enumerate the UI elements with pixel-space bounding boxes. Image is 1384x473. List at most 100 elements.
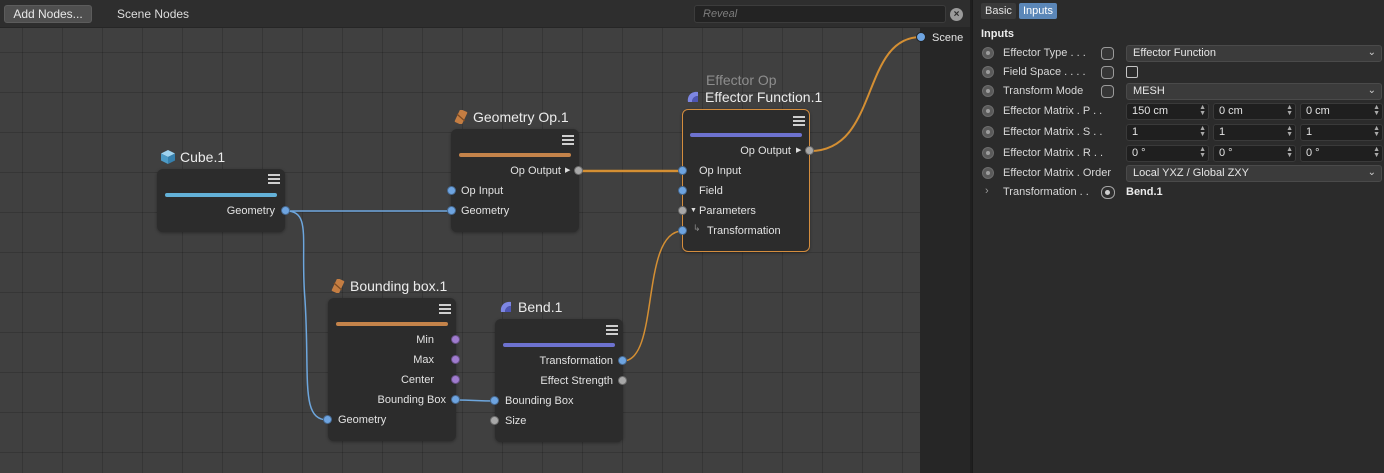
effector-field-port[interactable]	[678, 186, 687, 195]
tab-basic[interactable]: Basic	[981, 3, 1016, 19]
bend-size-port[interactable]	[490, 416, 499, 425]
menu-icon[interactable]	[268, 174, 280, 185]
animate-radio-icon[interactable]	[982, 147, 994, 159]
matrix-order-select[interactable]: Local YXZ / Global ZXY⌄	[1126, 165, 1382, 182]
geometry-op-node[interactable]: Op Output ▶ Op Input Geometry	[447, 129, 583, 232]
effector-output-label: Op Output	[740, 145, 791, 157]
bounding-box-node-title[interactable]: Bounding box.1	[331, 278, 447, 294]
geometry-op-input-port[interactable]	[447, 186, 456, 195]
geometry-op-output-label: Op Output	[510, 165, 561, 177]
effector-matrix-s-label: Effector Matrix . S . .	[1003, 126, 1103, 138]
animate-radio-icon[interactable]	[982, 105, 994, 117]
effector-parameters-label: Parameters	[699, 205, 756, 217]
menu-icon[interactable]	[793, 116, 805, 127]
add-nodes-button[interactable]: Add Nodes...	[4, 5, 92, 23]
bounding-box-output-label: Bounding Box	[377, 394, 447, 406]
bounding-box-geometry-port[interactable]	[323, 415, 332, 424]
linked-port-icon[interactable]	[1101, 186, 1115, 199]
bounding-box-output-port[interactable]	[451, 395, 460, 404]
matrix-r-z-field[interactable]: 0 °▲▼	[1300, 145, 1383, 162]
matrix-s-y-field[interactable]: 1▲▼	[1213, 124, 1296, 141]
animate-radio-icon[interactable]	[982, 126, 994, 138]
matrix-p-x-field[interactable]: 150 cm▲▼	[1126, 103, 1209, 120]
transformation-row: › Transformation . . Bend.1	[973, 183, 1384, 202]
geometry-op-output-port[interactable]	[574, 166, 583, 175]
stepper-icon[interactable]: ▲▼	[1199, 125, 1206, 138]
stepper-icon[interactable]: ▲▼	[1286, 146, 1293, 159]
effector-node[interactable]: Op Output ▶ Op Input Field ▼ Parameters …	[678, 109, 814, 252]
bend-node[interactable]: Transformation Effect Strength Bounding …	[490, 319, 627, 442]
effector-matrix-order-row: Effector Matrix . Order Local YXZ / Glob…	[973, 164, 1384, 183]
stepper-icon[interactable]: ▲▼	[1199, 104, 1206, 117]
transformation-link-value[interactable]: Bend.1	[1126, 186, 1163, 198]
expand-arrow-icon[interactable]: ▼	[690, 207, 697, 214]
chevron-right-icon[interactable]: ›	[985, 185, 989, 197]
scene-nodes-label[interactable]: Scene Nodes	[117, 7, 190, 21]
stepper-icon[interactable]: ▲▼	[1373, 146, 1380, 159]
section-heading: Inputs	[981, 28, 1014, 40]
bend-node-title[interactable]: Bend.1	[499, 299, 562, 315]
matrix-s-x-field[interactable]: 1▲▼	[1126, 124, 1209, 141]
effector-op-input-port[interactable]	[678, 166, 687, 175]
geometry-op-icon	[454, 110, 468, 124]
animate-radio-icon[interactable]	[982, 47, 994, 59]
bend-bounding-box-port[interactable]	[490, 396, 499, 405]
effector-matrix-p-label: Effector Matrix . P . .	[1003, 105, 1103, 117]
matrix-r-x-field[interactable]: 0 °▲▼	[1126, 145, 1209, 162]
bend-transformation-port[interactable]	[618, 356, 627, 365]
port-toggle-icon[interactable]	[1101, 85, 1114, 98]
cube-geometry-output-port[interactable]	[281, 206, 290, 215]
node-color-bar	[165, 193, 277, 197]
menu-icon[interactable]	[562, 135, 574, 146]
stepper-icon[interactable]: ▲▼	[1199, 146, 1206, 159]
close-circle-icon[interactable]: ×	[950, 8, 963, 21]
bounding-box-max-port[interactable]	[451, 355, 460, 364]
cube-node-title[interactable]: Cube.1	[161, 149, 225, 165]
bounding-box-geometry-label: Geometry	[338, 414, 387, 426]
bounding-box-max-label: Max	[413, 354, 434, 366]
stepper-icon[interactable]: ▲▼	[1286, 104, 1293, 117]
port-toggle-icon[interactable]	[1101, 47, 1114, 60]
geometry-op-node-title[interactable]: Geometry Op.1	[454, 109, 569, 125]
menu-icon[interactable]	[439, 304, 451, 315]
transform-mode-select[interactable]: MESH⌄	[1126, 83, 1382, 100]
stepper-icon[interactable]: ▲▼	[1286, 125, 1293, 138]
effector-transformation-port[interactable]	[678, 226, 687, 235]
stepper-icon[interactable]: ▲▼	[1373, 104, 1380, 117]
menu-icon[interactable]	[606, 325, 618, 336]
effector-parameters-port[interactable]	[678, 206, 687, 215]
tab-inputs[interactable]: Inputs	[1019, 3, 1057, 19]
geometry-op-geometry-port[interactable]	[447, 206, 456, 215]
port-toggle-icon[interactable]	[1101, 66, 1114, 79]
matrix-p-y-field[interactable]: 0 cm▲▼	[1213, 103, 1296, 120]
scene-output-column	[920, 28, 970, 473]
reveal-search-input[interactable]: Reveal	[694, 5, 946, 23]
bounding-box-min-port[interactable]	[451, 335, 460, 344]
transform-mode-row: Transform Mode MESH⌄	[973, 82, 1384, 101]
effector-output-port[interactable]	[805, 146, 814, 155]
bounding-box-node[interactable]: Min Max Center Bounding Box Geometry	[323, 298, 460, 441]
bounding-box-center-port[interactable]	[451, 375, 460, 384]
matrix-r-y-field[interactable]: 0 °▲▼	[1213, 145, 1296, 162]
output-arrow-icon: ▶	[796, 147, 802, 154]
field-space-checkbox[interactable]	[1126, 66, 1138, 78]
geometry-op-icon	[331, 279, 345, 293]
cube-node[interactable]: Geometry	[157, 169, 290, 232]
matrix-s-z-field[interactable]: 1▲▼	[1300, 124, 1383, 141]
bend-effect-strength-port[interactable]	[618, 376, 627, 385]
attribute-manager-panel: Basic Inputs Inputs Effector Type . . . …	[972, 0, 1384, 473]
effector-transformation-label: Transformation	[707, 225, 781, 237]
animate-radio-icon[interactable]	[982, 85, 994, 97]
effector-matrix-s-row: Effector Matrix . S . . 1▲▼ 1▲▼ 1▲▼	[973, 123, 1384, 142]
bend-icon	[500, 301, 511, 312]
effector-type-select[interactable]: Effector Function⌄	[1126, 45, 1382, 62]
field-space-row: Field Space . . . .	[973, 63, 1384, 82]
effector-node-title[interactable]: Effector Function.1	[686, 89, 822, 105]
animate-radio-icon[interactable]	[982, 66, 994, 78]
field-space-label: Field Space . . . .	[1003, 66, 1086, 78]
effector-field-label: Field	[699, 185, 723, 197]
stepper-icon[interactable]: ▲▼	[1373, 125, 1380, 138]
node-color-bar	[503, 343, 615, 347]
animate-radio-icon[interactable]	[982, 167, 994, 179]
matrix-p-z-field[interactable]: 0 cm▲▼	[1300, 103, 1383, 120]
